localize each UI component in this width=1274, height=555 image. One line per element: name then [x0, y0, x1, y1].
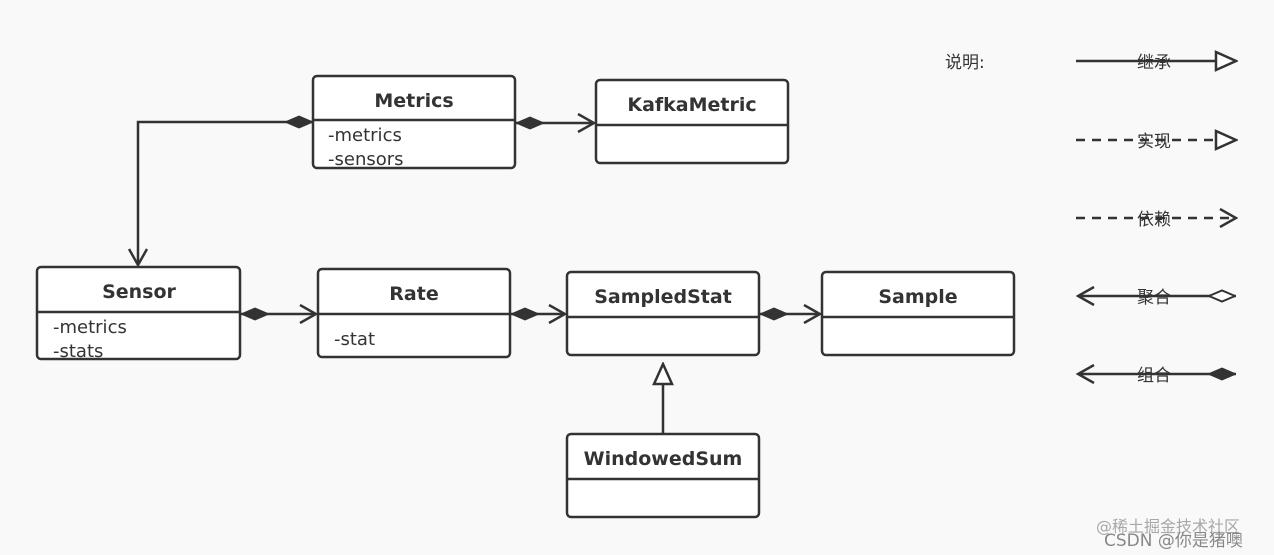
class-rate-attr: -stat: [334, 329, 375, 350]
class-sensor-name: Sensor: [102, 281, 176, 303]
class-sensor-attr: -stats: [53, 341, 103, 362]
legend-composition-label: 组合: [1137, 366, 1171, 386]
class-windowedsum-box: [565, 432, 761, 519]
class-sensor: Sensor -metrics -stats: [35, 265, 242, 362]
class-metrics-attr: -sensors: [328, 149, 404, 170]
class-sample-box: [820, 270, 1016, 357]
legend-realization-label: 实现: [1137, 132, 1171, 152]
class-kafkametric-box: [594, 78, 790, 165]
legend-aggregation-label: 聚合: [1137, 288, 1171, 308]
class-sample: Sample: [820, 270, 1016, 357]
watermark-juejin: @稀土掘金技术社区: [1096, 517, 1240, 536]
class-sample-name: Sample: [878, 286, 957, 308]
legend-dependency-label: 依赖: [1137, 210, 1171, 230]
class-sensor-attr: -metrics: [53, 317, 127, 338]
class-metrics: Metrics -metrics -sensors: [311, 74, 517, 170]
class-metrics-attr: -metrics: [328, 125, 402, 146]
class-metrics-name: Metrics: [374, 90, 453, 112]
class-sampledstat-name: SampledStat: [594, 286, 732, 308]
class-kafkametric-name: KafkaMetric: [627, 94, 756, 116]
edge-metrics-sensor: [138, 122, 313, 265]
class-sampledstat-box: [565, 270, 761, 357]
class-kafkametric: KafkaMetric: [594, 78, 790, 165]
class-rate-name: Rate: [389, 283, 438, 305]
legend: 说明: 继承 实现 依赖 聚合 组合: [945, 53, 1236, 386]
class-rate: Rate -stat: [316, 267, 512, 359]
legend-inheritance-label: 继承: [1137, 53, 1171, 73]
class-sampledstat: SampledStat: [565, 270, 761, 357]
legend-title: 说明:: [945, 53, 985, 73]
class-windowedsum: WindowedSum: [565, 432, 761, 519]
watermark-csdn: CSDN @你是猪噢: [1104, 531, 1243, 551]
class-windowedsum-name: WindowedSum: [584, 448, 743, 470]
